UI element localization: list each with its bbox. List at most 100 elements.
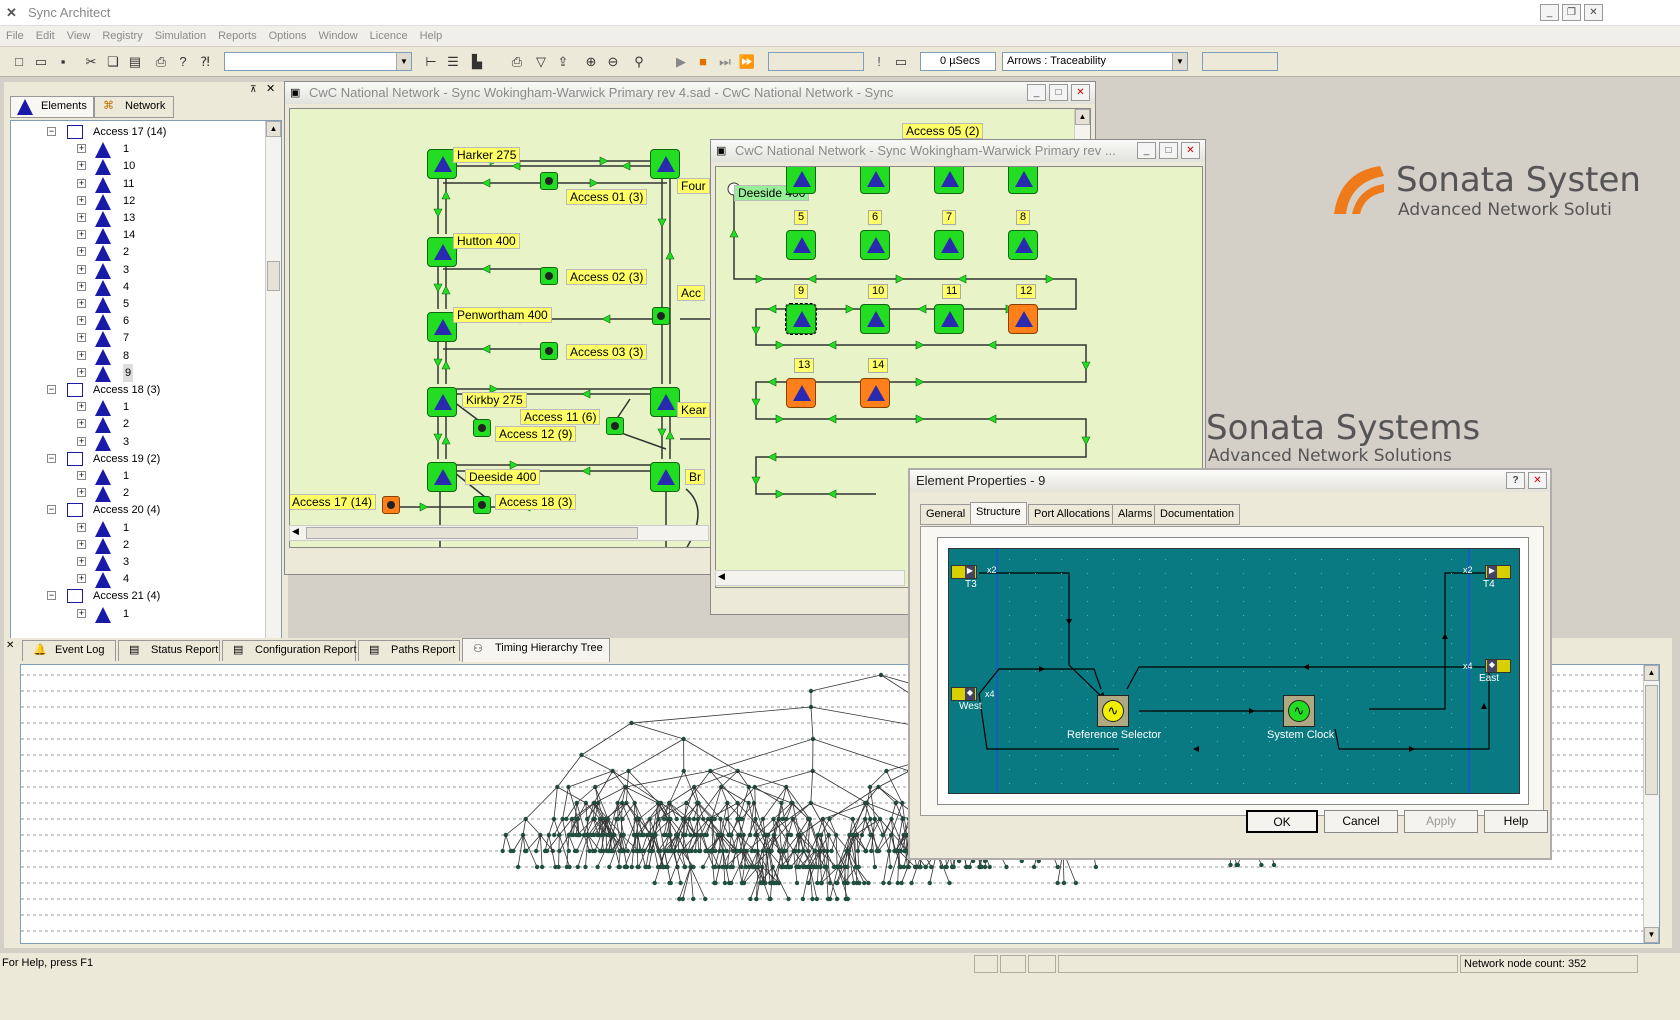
open-folder-icon[interactable]: ▭: [34, 54, 48, 69]
tree-item[interactable]: +5: [11, 295, 261, 314]
node-four[interactable]: [650, 149, 680, 179]
scroll-thumb[interactable]: [267, 261, 280, 291]
menu-view[interactable]: View: [66, 30, 91, 42]
expand-icon[interactable]: +: [77, 212, 86, 222]
tree-item[interactable]: +3: [11, 433, 261, 451]
expand-icon[interactable]: +: [77, 177, 86, 188]
detail-node-14[interactable]: [860, 378, 890, 408]
tree-item[interactable]: +7: [11, 329, 261, 348]
tree-item[interactable]: +3: [11, 553, 261, 572]
menu-edit[interactable]: Edit: [35, 30, 55, 42]
menu-reports[interactable]: Reports: [218, 30, 257, 42]
expand-icon[interactable]: +: [77, 332, 86, 343]
detail-node-12[interactable]: [1008, 304, 1038, 334]
tab-structure[interactable]: Structure: [970, 502, 1027, 525]
scroll-left-icon[interactable]: ◀: [292, 526, 299, 536]
tree-item[interactable]: +4: [11, 278, 261, 296]
alert-icon[interactable]: !: [877, 54, 881, 69]
tree-group[interactable]: −Access 17 (14): [11, 123, 261, 141]
tab-alarms[interactable]: Alarms: [1112, 504, 1159, 525]
dialog-help-button[interactable]: ?: [1506, 472, 1525, 489]
expand-icon[interactable]: +: [77, 229, 86, 240]
access-node-17[interactable]: [382, 496, 400, 514]
help-button[interactable]: Help: [1484, 810, 1548, 833]
stop-icon[interactable]: ■: [699, 54, 707, 69]
minimize-button[interactable]: _: [1540, 4, 1559, 21]
arrows-select[interactable]: Arrows : Traceability▼: [1002, 52, 1188, 71]
restore-button[interactable]: ❐: [1562, 4, 1581, 21]
scroll-up-icon[interactable]: ▲: [1075, 109, 1090, 125]
node-deeside[interactable]: [427, 462, 457, 492]
system-clock-block[interactable]: ∿: [1283, 695, 1315, 727]
collapse-icon[interactable]: −: [47, 126, 56, 136]
tree-item[interactable]: +10: [11, 157, 261, 176]
save-icon[interactable]: ▪: [60, 54, 66, 69]
port-t4[interactable]: ▶: [1485, 565, 1511, 579]
tree-group[interactable]: −Access 20 (4): [11, 501, 261, 519]
port-west[interactable]: ◆: [951, 687, 977, 701]
close-button[interactable]: ✕: [1584, 4, 1603, 21]
toolbar-dropdown[interactable]: ▼: [224, 52, 412, 71]
tree-item[interactable]: +1: [11, 467, 261, 486]
menu-licence[interactable]: Licence: [369, 30, 408, 42]
window-icon[interactable]: ▭: [894, 54, 908, 69]
expand-icon[interactable]: +: [77, 573, 86, 584]
tree-item[interactable]: +4: [11, 570, 261, 589]
tree-item[interactable]: +9: [11, 363, 261, 382]
tab-status-report[interactable]: ▤Status Report: [118, 640, 220, 661]
port-t3[interactable]: ▶: [951, 565, 977, 579]
play-icon[interactable]: ▶: [676, 54, 686, 69]
tab-elements[interactable]: Elements: [10, 96, 94, 118]
collapse-icon[interactable]: −: [47, 590, 56, 601]
collapse-icon[interactable]: −: [47, 452, 56, 463]
expand-icon[interactable]: +: [77, 418, 86, 429]
fast-forward-icon[interactable]: ⏩: [738, 54, 756, 69]
expand-icon[interactable]: +: [77, 556, 86, 566]
win2-close-button[interactable]: ✕: [1181, 142, 1200, 159]
context-help-icon[interactable]: ⁈: [200, 54, 210, 69]
hscroll-thumb[interactable]: [306, 527, 638, 539]
tree-item[interactable]: +1: [11, 398, 261, 417]
scroll-thumb[interactable]: [1645, 685, 1658, 795]
expand-icon[interactable]: +: [77, 263, 86, 274]
tree-item[interactable]: +8: [11, 347, 261, 365]
expand-icon[interactable]: +: [77, 521, 86, 532]
tab-network[interactable]: ⌘Network: [94, 96, 174, 118]
detail-node-7[interactable]: [934, 230, 964, 260]
node-harker[interactable]: [427, 149, 457, 179]
detail-node-13[interactable]: [786, 378, 816, 408]
access-node-03[interactable]: [540, 342, 558, 360]
tree-item[interactable]: +11: [11, 175, 261, 193]
menu-window[interactable]: Window: [318, 30, 358, 42]
tab-port-allocations[interactable]: Port Allocations: [1028, 504, 1116, 525]
menu-registry[interactable]: Registry: [102, 30, 143, 42]
collapse-icon[interactable]: −: [47, 504, 56, 515]
step-icon[interactable]: ⏭: [719, 54, 731, 69]
access-node-18[interactable]: [473, 496, 491, 514]
zoom-in-icon[interactable]: ⊕: [585, 54, 597, 69]
detail-node-11[interactable]: [934, 304, 964, 334]
chart-icon[interactable]: ▙: [472, 54, 482, 69]
tree-group[interactable]: −Access 19 (2): [11, 450, 261, 468]
tree-item[interactable]: +1: [11, 140, 261, 159]
tree-item[interactable]: +6: [11, 312, 261, 331]
new-file-icon[interactable]: □: [15, 54, 23, 69]
apply-button[interactable]: Apply: [1404, 810, 1478, 833]
canvas-detail-hscroll[interactable]: ◀: [715, 570, 905, 586]
expand-icon[interactable]: +: [77, 435, 86, 446]
scroll-down-icon[interactable]: ▼: [1644, 927, 1659, 943]
tab-configuration-report[interactable]: ▤Configuration Report: [222, 640, 357, 661]
cut-icon[interactable]: ✂: [85, 54, 97, 69]
zoom-out-icon[interactable]: ⊖: [607, 54, 619, 69]
menu-file[interactable]: File: [6, 30, 24, 42]
collapse-icon[interactable]: −: [47, 384, 56, 394]
expand-icon[interactable]: +: [77, 194, 86, 205]
win1-close-button[interactable]: ✕: [1071, 84, 1090, 101]
tree-item[interactable]: +2: [11, 536, 261, 554]
win2-minimize-button[interactable]: _: [1137, 142, 1156, 159]
scroll-up-icon[interactable]: ▲: [1644, 665, 1659, 681]
node-br[interactable]: [650, 462, 680, 492]
detail-node-1[interactable]: [786, 167, 816, 194]
panel-pin-icon[interactable]: ⊼: [250, 84, 257, 94]
expand-icon[interactable]: +: [77, 246, 86, 257]
